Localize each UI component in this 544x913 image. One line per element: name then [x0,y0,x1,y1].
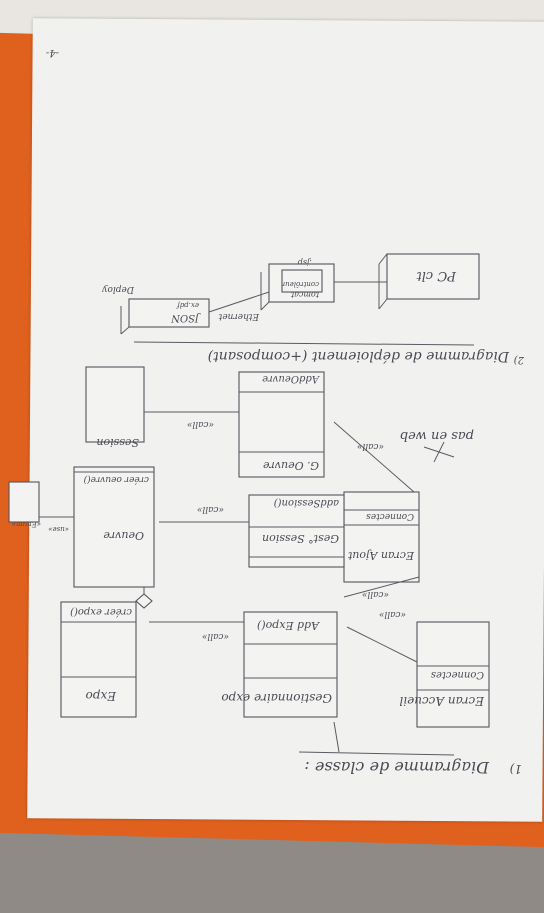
class-expo-name: Expo [86,689,117,703]
margin-number-1: 1) [509,762,522,776]
use-label: «use» [48,525,69,533]
call-label-1: «call» [379,609,406,619]
class-enum [8,481,40,523]
page-number: -4- [45,47,59,58]
class-gest-session-method: addSession() [274,497,339,508]
class-expo-method: créer expo() [70,606,132,617]
class-expo: Expo créer expo() [60,601,137,718]
call-label-2: «call» [362,589,389,599]
class-gestionnaire-expo: Gestionnaire expo Add Expo() [221,611,338,718]
pc-client-label: PC clt [416,268,457,283]
ethernet-label: Ethernet [218,311,260,321]
class-gest-session: Gest° Session addSession() [248,494,345,568]
tick-mark [333,721,340,753]
class-g-oeuvre-method: AddOeuvre [262,373,320,384]
call-label-6: «call» [187,419,214,429]
tomcat-jsp-label: .jsp [298,258,312,267]
margin-number-2: 2) [514,354,525,365]
node-tomcat: tomcat contrôleur .jsp [260,258,335,311]
class-ecran-ajout-name: Ecran Ajout [347,549,415,562]
json-label: JSON [170,312,201,323]
class-oeuvre-method: créer oeuvre() [83,474,149,485]
tomcat-controller-label: contrôleur [281,280,319,288]
class-oeuvre: Oeuvre créer oeuvre() [73,466,155,588]
class-ecran-ajout-attr: Connectes [366,511,414,521]
enum-label: «Enum» [12,520,41,528]
rel-accueil-gestexpo [346,626,418,663]
class-diagram-title: Diagramme de classe : [304,758,490,777]
note-strike-2 [433,441,445,463]
json-sub-label: ex.pdf [176,301,199,309]
call-label-5: «call» [197,504,224,514]
class-ecran-accueil-name: Ecran Accueil [399,694,485,708]
class-ecran-ajout: Ecran Ajout Connectes [343,491,420,583]
class-session: Session [85,366,145,449]
class-gestionnaire-expo-method: Add Expo() [257,619,320,632]
title-underline-1 [298,751,455,756]
class-ecran-accueil-attr: Connectes [431,669,484,680]
class-g-oeuvre: G. Oeuvre AddOeuvre [238,371,325,478]
class-oeuvre-name: Oeuvre [103,529,144,542]
deployment-diagram-title: Diagramme de déploiement (+composant) [208,348,510,364]
tomcat-component-box [281,269,323,293]
aggregation-diamond [135,593,153,609]
call-label-4: «call» [202,631,229,641]
deploy-label: Deploy [101,284,135,294]
tomcat-label: tomcat [290,290,319,299]
node-pc-client: PC clt [378,253,480,310]
title-underline-2 [133,341,475,346]
call-label-3: «call» [357,441,384,451]
class-gest-session-name: Gest° Session [262,532,339,545]
link-tomcat-json [208,291,270,313]
class-session-name: Session [96,436,139,449]
node-json: JSON ex.pdf [120,298,210,335]
rel-ajout-goeuvre [333,421,415,493]
class-g-oeuvre-name: G. Oeuvre [263,459,319,472]
rel-ajout-gestexpo [343,576,420,598]
note-pas-en-web: pas en web [400,428,474,443]
class-gestionnaire-expo-name: Gestionnaire expo [221,691,332,705]
class-ecran-accueil: Ecran Accueil Connectes [399,621,490,728]
